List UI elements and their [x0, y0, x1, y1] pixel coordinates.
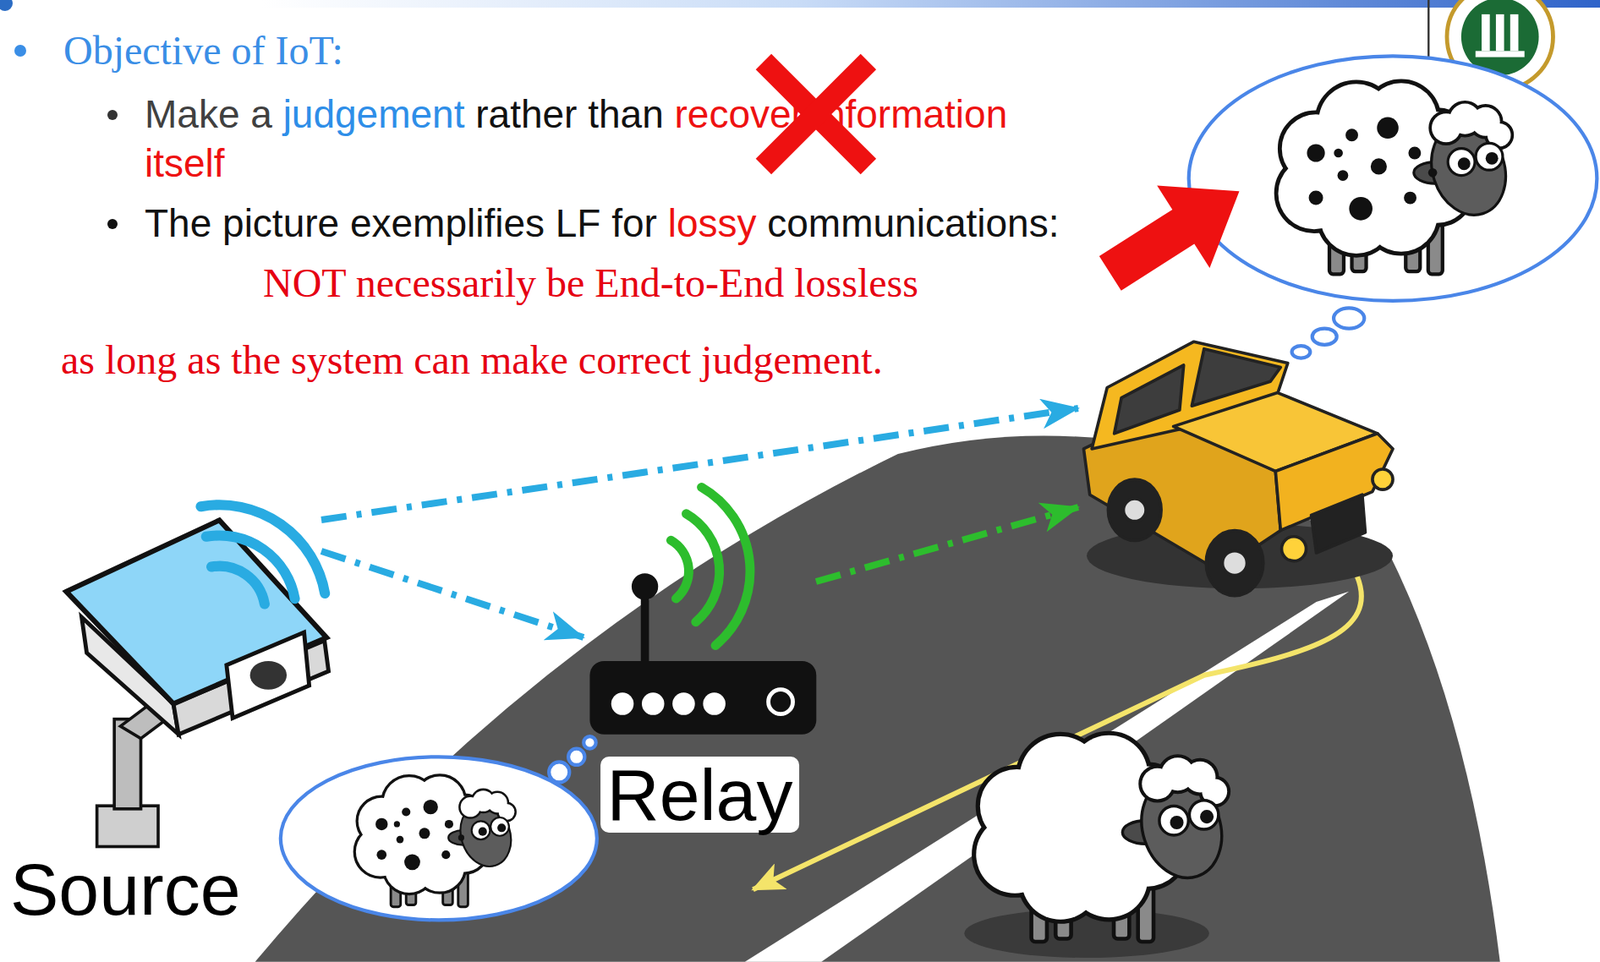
relay-thought-bubble — [280, 756, 598, 921]
road-center-line — [745, 591, 1349, 962]
sheep-real — [975, 735, 1234, 943]
logo-divider — [1427, 0, 1430, 64]
relay-thought-bubble — [548, 761, 570, 783]
bullet-text: The picture exemplifies LF for lossy com… — [144, 199, 1059, 249]
text-run: The picture exemplifies LF for — [144, 201, 669, 246]
text-run: communications: — [756, 201, 1060, 246]
relay-router: Relay — [583, 507, 817, 833]
bullet-dot — [107, 109, 118, 121]
router-waves — [670, 540, 689, 599]
camera-icon — [250, 661, 287, 691]
car-thought-bubble — [1189, 55, 1598, 302]
router-icon — [672, 692, 696, 716]
signal-link — [321, 408, 1079, 521]
car-thought-bubble — [1312, 328, 1337, 346]
road — [255, 435, 1501, 962]
node-label: Relay — [600, 756, 800, 833]
car-thought-bubble — [1292, 345, 1311, 358]
red-block-arrow — [1084, 149, 1266, 315]
slide-title: Objective of IoT: — [63, 26, 344, 76]
sheep-imagined-relay — [356, 776, 520, 907]
camera-icon — [97, 805, 159, 847]
signal-link — [321, 551, 584, 638]
router-waves — [685, 514, 719, 623]
camera-icon — [65, 520, 329, 847]
router-icon — [702, 692, 726, 716]
car-icon — [1123, 498, 1146, 522]
sheep-imagined-car — [1306, 117, 1437, 221]
sheep-imagined-relay — [375, 800, 465, 871]
car-icon — [1205, 530, 1264, 596]
router-icon — [641, 692, 665, 716]
router-icon — [631, 573, 658, 600]
emphasis-note: as long as the system can make correct j… — [60, 335, 883, 385]
car-icon — [1114, 365, 1184, 434]
camera-waves — [211, 566, 265, 605]
text-run: recover — [674, 92, 805, 137]
source-camera: Source — [8, 473, 322, 927]
illustration-scaled — [65, 0, 1597, 962]
relay-thought-bubble — [280, 736, 598, 921]
text-run: lossy — [668, 201, 757, 246]
bullet-dot — [107, 219, 118, 230]
connectors — [321, 408, 1079, 638]
text-run: judgement — [283, 92, 466, 137]
institute-logo — [1495, 14, 1505, 51]
car-thought-bubble — [1333, 307, 1365, 329]
institute-logo — [1510, 14, 1519, 51]
sheep-shadow — [964, 909, 1210, 959]
text-run: rather than — [464, 92, 674, 137]
camera-waves — [200, 504, 325, 594]
router-icon — [589, 661, 817, 735]
institute-logo — [1475, 50, 1525, 57]
institute-logo — [1481, 14, 1491, 51]
sheep-imagined-car — [1277, 82, 1518, 274]
emphasis-note: NOT necessarily be End-to-End lossless — [263, 258, 919, 308]
router-icon — [611, 692, 635, 716]
car-thought-bubble — [1189, 55, 1598, 358]
relay-thought-bubble — [568, 749, 585, 766]
signal-link — [816, 507, 1079, 582]
router-icon — [641, 589, 650, 665]
node-label: Source — [10, 853, 242, 927]
text-run: Make a — [144, 92, 284, 137]
router-icon — [589, 573, 817, 735]
vehicle — [1078, 331, 1400, 603]
car-icon — [1311, 494, 1366, 554]
camera-waves — [206, 535, 296, 599]
camera-waves — [200, 504, 325, 604]
title-bullet — [14, 44, 27, 57]
sheep-imagined-relay — [356, 776, 520, 907]
router-icon — [768, 690, 794, 715]
car-icon — [1282, 536, 1307, 562]
router-waves — [701, 487, 751, 646]
corner-logo — [0, 0, 13, 11]
car-icon — [1107, 479, 1162, 541]
top-bar — [262, 0, 1600, 8]
car-icon — [1222, 551, 1248, 576]
car-icon — [1372, 469, 1393, 490]
car-icon — [1083, 341, 1393, 596]
relay-thought-bubble — [583, 736, 596, 749]
bullet-text: Make a judgement rather than recover inf… — [144, 90, 1058, 188]
camera-icon — [226, 632, 310, 718]
router-waves — [670, 487, 751, 646]
sheep-imagined-car — [1277, 82, 1518, 274]
